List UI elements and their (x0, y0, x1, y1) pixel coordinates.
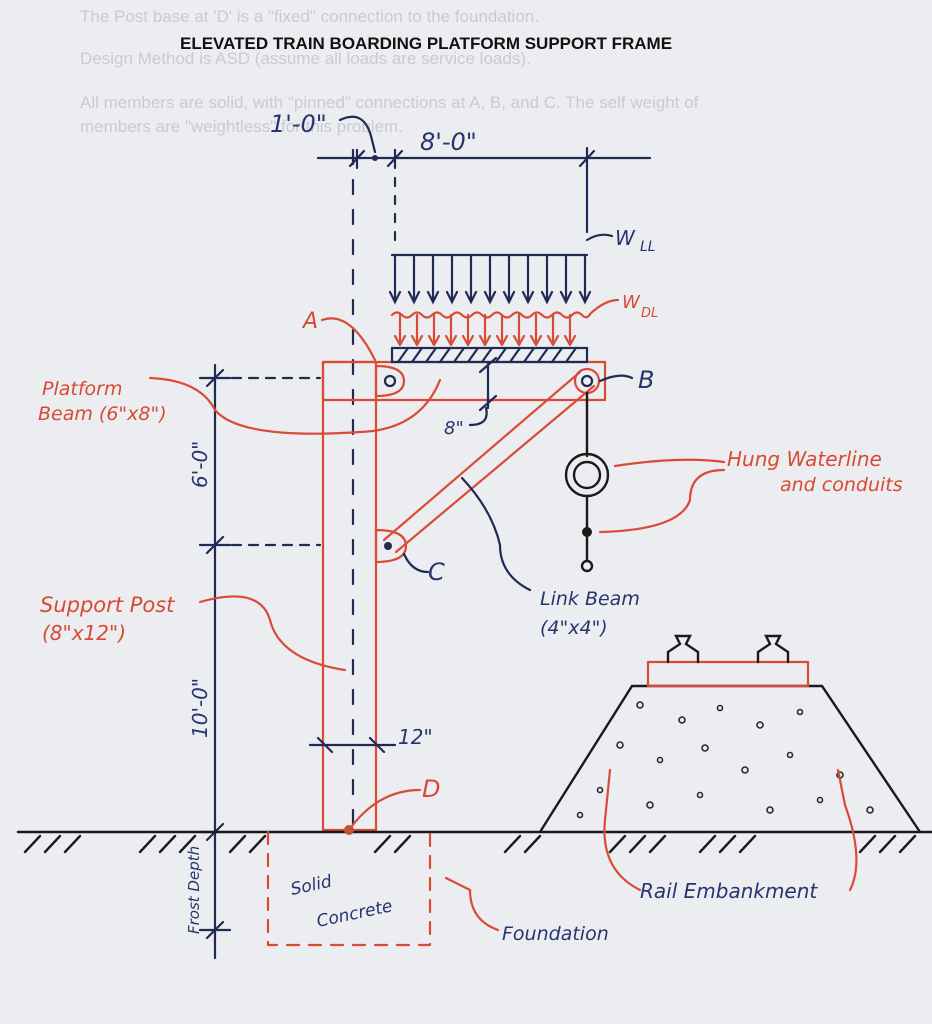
platform-beam-label-1: Platform (42, 378, 122, 400)
page-title: ELEVATED TRAIN BOARDING PLATFORM SUPPORT… (180, 34, 672, 53)
lower-height-dimension: 10'-0" (188, 678, 212, 738)
top-dimension-line (316, 146, 652, 242)
dead-load-leader (588, 298, 620, 316)
post-width-dimension: 1'-0" (270, 110, 327, 138)
frost-depth-label: Frost Depth (185, 846, 203, 934)
post-depth-dimension: 12" (398, 725, 433, 749)
point-d-leader (350, 788, 422, 828)
rail-embankment-leader-1 (603, 768, 642, 892)
solid-concrete-label-2: Concrete (315, 896, 394, 932)
dead-load-subscript: DL (641, 306, 658, 321)
live-load-symbol: W (615, 226, 636, 250)
support-post-label-1: Support Post (40, 593, 175, 617)
platform-beam (321, 360, 607, 402)
platform-beam-label-2: Beam (6"x8") (38, 403, 167, 425)
support-post-label-2: (8"x12") (42, 621, 126, 645)
post-depth-dimension-line (308, 736, 397, 754)
beam-depth-leader (468, 406, 488, 427)
rail-embankment-leader-2 (836, 768, 858, 892)
hung-waterline (564, 391, 610, 573)
point-c-label: C (428, 558, 445, 586)
live-load-subscript: LL (640, 239, 656, 255)
point-c-leader (402, 552, 430, 574)
platform-beam-leader (148, 376, 442, 435)
point-a-label: A (301, 309, 318, 334)
platform-deck (390, 346, 589, 364)
live-load-leader (585, 233, 614, 242)
foundation-leader (444, 876, 500, 932)
beam-depth-dimension: 8" (444, 418, 464, 439)
rail-embankment-label: Rail Embankment (640, 879, 818, 903)
pin-c (374, 528, 408, 564)
foundation-outline (266, 830, 432, 947)
background-line-3: All members are solid, with "pinned" con… (80, 93, 699, 112)
point-d-marker (344, 825, 354, 835)
point-a-leader (320, 317, 377, 362)
hung-waterline-label-2: and conduits (780, 474, 903, 496)
hung-waterline-leader-2 (598, 468, 726, 534)
rail-embankment (538, 634, 922, 834)
point-b-leader (598, 374, 634, 383)
link-beam-leader (460, 476, 532, 592)
foundation-label: Foundation (502, 923, 609, 945)
hung-waterline-label-1: Hung Waterline (727, 447, 882, 471)
point-d-label: D (422, 775, 440, 803)
link-beam (382, 370, 596, 554)
dead-load-symbol: W (622, 292, 641, 313)
beam-depth-dimension-line (478, 356, 498, 412)
background-line-4: members are "weightless" for this proble… (80, 117, 403, 136)
solid-concrete-label-1: Solid (289, 872, 334, 900)
pin-a (374, 364, 406, 398)
point-b-label: B (638, 366, 654, 394)
left-dimension-line (198, 363, 322, 960)
background-text: The Post base at 'D' is a "fixed" connec… (80, 7, 699, 136)
live-load-arrows (388, 253, 592, 305)
support-post-leader (198, 595, 347, 672)
upper-height-dimension: 6'-0" (188, 441, 212, 488)
link-beam-label-2: (4"x4") (540, 617, 608, 639)
link-beam-label-1: Link Beam (540, 588, 640, 610)
dead-load-arrows (390, 311, 592, 347)
ground-line (16, 830, 932, 854)
hung-waterline-leader-1 (613, 458, 726, 468)
background-line-2: Design Method is ASD (assume all loads a… (80, 49, 531, 68)
beam-span-dimension: 8'-0" (420, 128, 477, 156)
background-line-1: The Post base at 'D' is a "fixed" connec… (80, 7, 539, 26)
post-width-leader (338, 115, 377, 154)
